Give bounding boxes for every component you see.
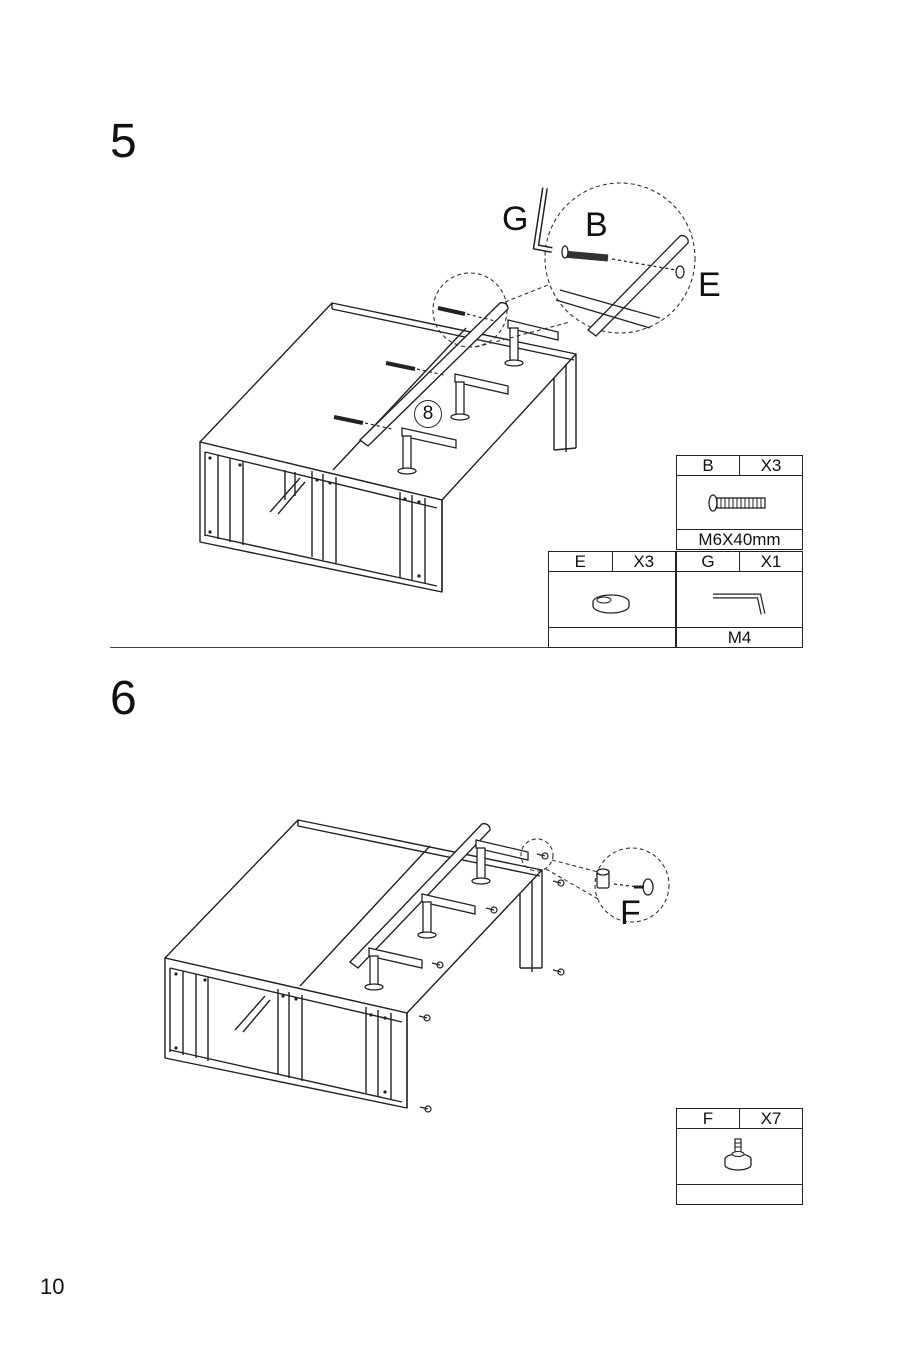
part-f-qty: X7 xyxy=(739,1109,802,1128)
part-f-letter: F xyxy=(677,1109,739,1128)
parts-table-f: F X7 xyxy=(676,1108,803,1205)
leveling-foot-icon xyxy=(677,1129,802,1184)
callout-f: F xyxy=(620,896,641,930)
page-number: 10 xyxy=(40,1274,64,1300)
part-f-spec xyxy=(677,1185,802,1204)
